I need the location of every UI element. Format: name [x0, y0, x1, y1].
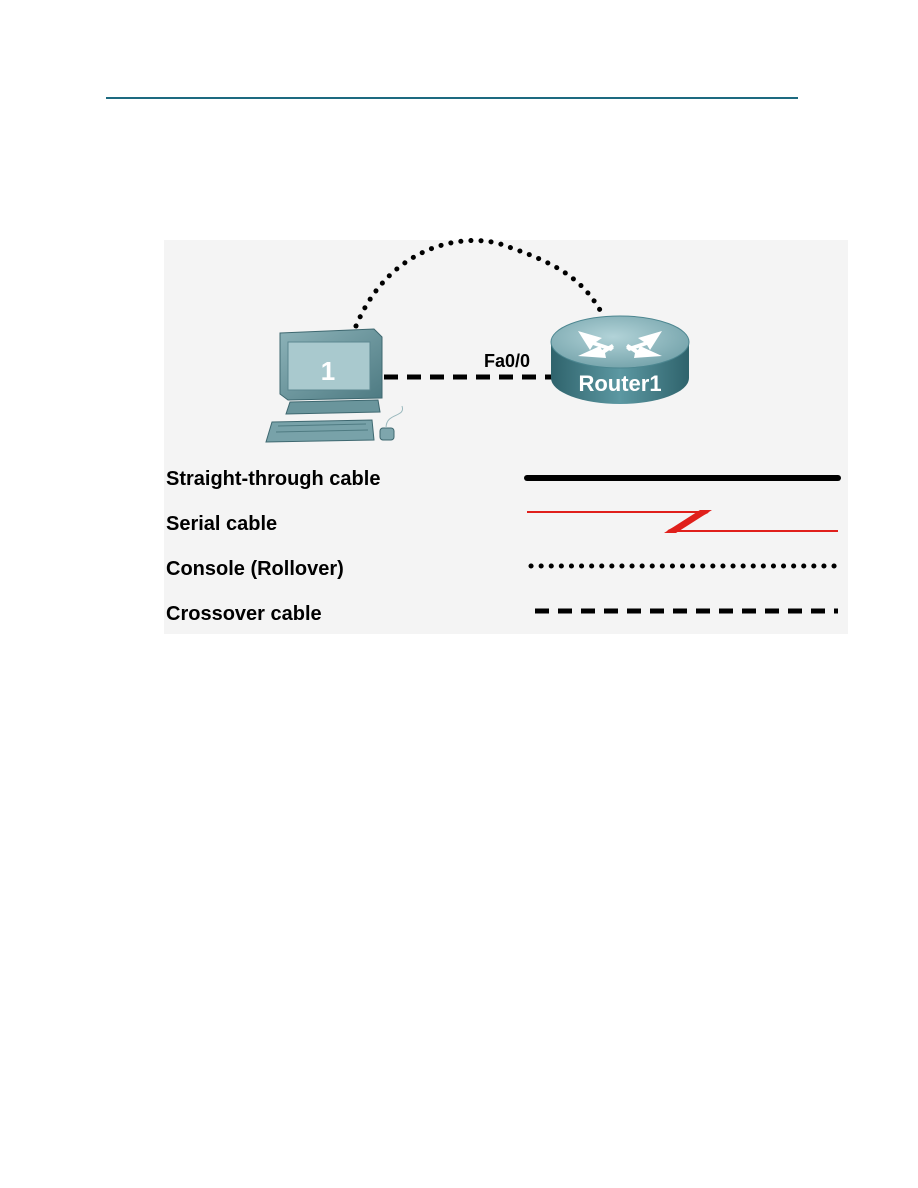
pc-label: 1: [321, 356, 335, 386]
pc-workstation-icon: [265, 328, 403, 443]
legend-console-label: Console (Rollover): [166, 558, 344, 580]
legend-serial-label: Serial cable: [166, 513, 277, 535]
legend-crossover-label: Crossover cable: [166, 603, 322, 625]
legend-straight-through-label: Straight-through cable: [166, 468, 380, 490]
legend-serial-zigzag: [664, 510, 712, 533]
interface-label: Fa0/0: [484, 351, 530, 371]
router-icon: [550, 315, 690, 404]
router-label: Router1: [578, 371, 661, 396]
header-rule: [106, 97, 798, 99]
console-cable-link: [353, 238, 603, 329]
